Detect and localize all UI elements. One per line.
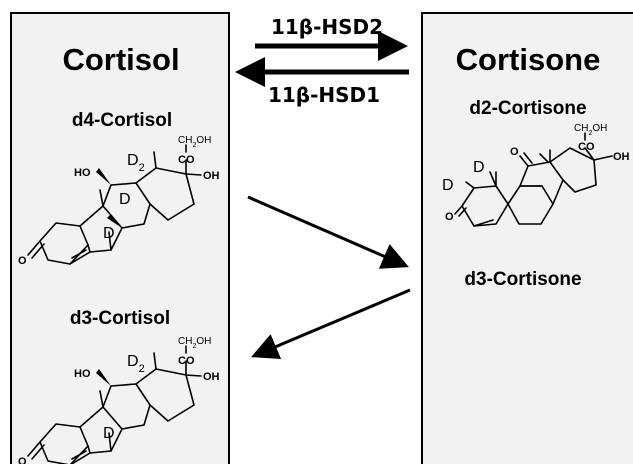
- d3-cortisol-ho: HO: [74, 368, 91, 380]
- d4-cortisol-d2: D2: [127, 152, 145, 174]
- d3-cortisol-ch2oh: CH2OH: [178, 336, 211, 350]
- d3-cortisol-atoms: HO OH O CO CH2OH D2 D: [18, 336, 220, 464]
- d2-cortisone-ch2oh: CH2OH: [574, 123, 607, 137]
- d4-cortisol-label: d4-Cortisol: [72, 110, 172, 131]
- d3-cortisol-d2: D2: [127, 353, 145, 375]
- d3-cortisol-o: O: [18, 456, 27, 464]
- d4-cortisol-d-c8: D: [103, 225, 115, 242]
- d4-cortisol-d-c9: D: [119, 191, 131, 208]
- cortisol-panel: [10, 12, 230, 464]
- d2-cortisone-o-c11: O: [510, 146, 519, 158]
- cortisone-title: Cortisone: [456, 42, 601, 77]
- d3-cortisol-d-c8: D: [103, 425, 115, 442]
- d4-cortisol-atoms: HO OH O CO CH2OH D2 D D: [18, 135, 220, 267]
- cortisone-panel: [421, 12, 633, 464]
- cortisol-title: Cortisol: [62, 42, 179, 77]
- d2-cortisone-co: CO: [578, 141, 595, 153]
- d4-cortisol-ch2oh: CH2OH: [178, 135, 211, 149]
- cortisol-to-cortisone-arrow: [247, 195, 409, 269]
- d3-cortisol-oh: OH: [203, 371, 220, 383]
- d3-cortisol-co: CO: [178, 355, 195, 367]
- d2-cortisone-label: d2-Cortisone: [469, 98, 586, 119]
- d2-cortisone-d-1: D: [473, 159, 485, 176]
- d3-cortisol-structure: [27, 345, 202, 464]
- d2-cortisone-o-c3: O: [445, 211, 454, 223]
- d3-cortisol-label: d3-Cortisol: [70, 308, 170, 329]
- hsd2-label: 11β-HSD2: [271, 15, 383, 39]
- d2-cortisone-oh: OH: [613, 151, 630, 163]
- d4-cortisol-co: CO: [178, 154, 195, 166]
- cortisone-to-cortisol-arrow: [251, 288, 411, 360]
- d4-cortisol-ho: HO: [74, 167, 91, 179]
- d4-cortisol-structure: [27, 144, 202, 265]
- hsd1-label: 11β-HSD1: [268, 83, 380, 107]
- d4-cortisol-o: O: [18, 255, 27, 267]
- d4-cortisol-oh: OH: [203, 170, 220, 182]
- d2-cortisone-atoms: O O CO OH CH2OH D D: [442, 123, 630, 223]
- d2-cortisone-d-2: D: [442, 177, 454, 194]
- d3-cortisone-label: d3-Cortisone: [464, 269, 581, 290]
- d2-cortisone-structure: [454, 132, 613, 227]
